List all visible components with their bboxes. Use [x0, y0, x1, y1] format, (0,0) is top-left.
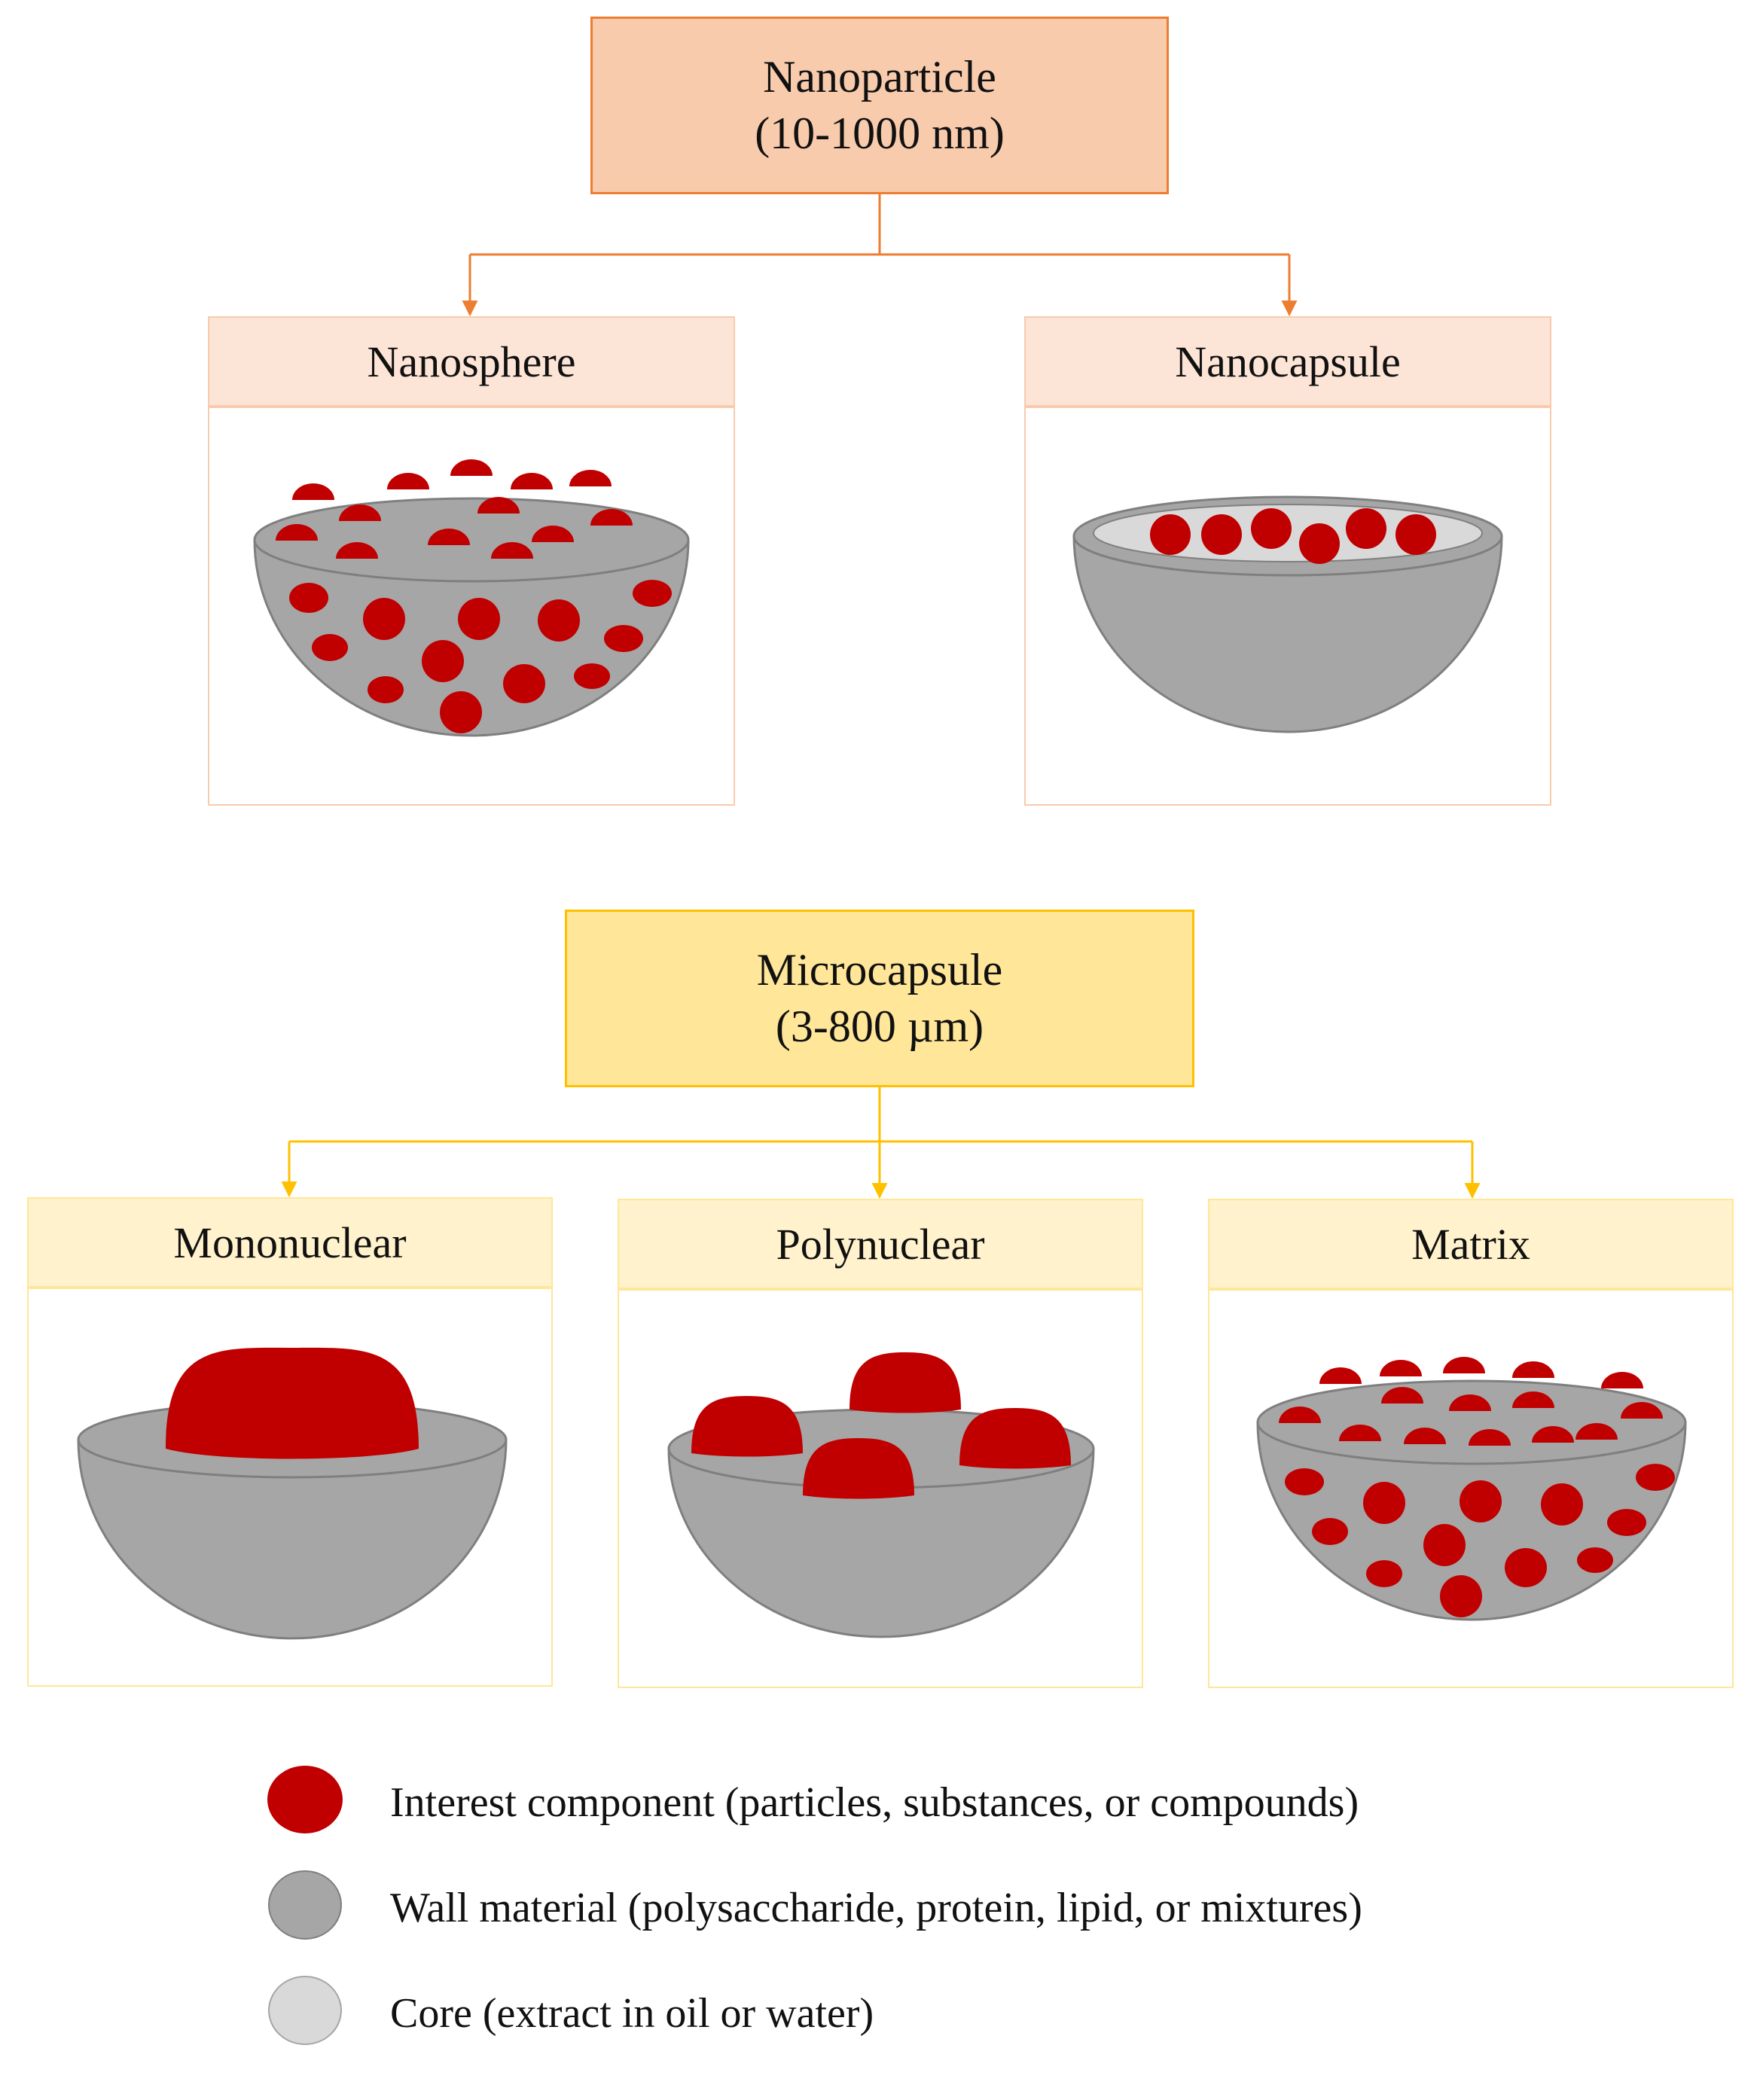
- mononuclear-illustration: [77, 1347, 508, 1640]
- micro-connector: [281, 1087, 1481, 1199]
- polynuclear-header: Polynuclear: [618, 1199, 1143, 1289]
- nanocapsule-panel: [1024, 407, 1551, 806]
- polynuclear-panel: [618, 1289, 1143, 1688]
- polynuclear-label: Polynuclear: [776, 1219, 985, 1269]
- core-swatch: [268, 1976, 342, 2045]
- legend-label-interest-component: Interest component (particles, substance…: [390, 1779, 1359, 1826]
- matrix-header: Matrix: [1208, 1199, 1734, 1289]
- mononuclear-label: Mononuclear: [173, 1218, 407, 1267]
- legend-label-wall-material: Wall material (polysaccharide, protein, …: [390, 1885, 1362, 1931]
- wall-material-swatch: [268, 1870, 342, 1940]
- nanoparticle-size-range: (10-1000 nm): [755, 108, 1005, 158]
- nanocapsule-particles: [1150, 508, 1436, 564]
- nanosphere-illustration: [253, 459, 690, 737]
- microcapsule-title: Microcapsule: [756, 945, 1003, 995]
- nanocapsule-label: Nanocapsule: [1175, 337, 1401, 386]
- matrix-illustration: [1256, 1357, 1687, 1621]
- polynuclear-cores: [691, 1352, 1071, 1499]
- legend: Interest component (particles, substance…: [256, 1762, 1536, 2078]
- polynuclear-illustration: [667, 1352, 1095, 1638]
- legend-item-wall-material: Wall material (polysaccharide, protein, …: [256, 1867, 1536, 1950]
- microcapsule-box: Microcapsule (3-800 µm): [565, 910, 1194, 1087]
- nanosphere-label: Nanosphere: [367, 337, 576, 386]
- matrix-panel: [1208, 1289, 1734, 1688]
- matrix-label: Matrix: [1411, 1219, 1530, 1269]
- nano-connector: [462, 194, 1298, 317]
- legend-item-core: Core (extract in oil or water): [256, 1973, 1536, 2056]
- legend-label-core: Core (extract in oil or water): [390, 1990, 874, 2037]
- nanoparticle-title: Nanoparticle: [763, 52, 996, 102]
- nanosphere-panel: [208, 407, 735, 806]
- legend-item-interest-component: Interest component (particles, substance…: [256, 1762, 1536, 1845]
- nanocapsule-header: Nanocapsule: [1024, 316, 1551, 407]
- nanocapsule-illustration: [1072, 495, 1503, 733]
- interest-component-swatch: [267, 1766, 343, 1833]
- nanosphere-header: Nanosphere: [208, 316, 735, 407]
- microcapsule-size-range: (3-800 µm): [775, 1001, 984, 1051]
- mononuclear-header: Mononuclear: [27, 1197, 553, 1288]
- nanoparticle-box: Nanoparticle (10-1000 nm): [590, 17, 1169, 194]
- nanosphere-particles: [276, 459, 672, 733]
- mononuclear-panel: [27, 1288, 553, 1687]
- mononuclear-core: [166, 1347, 419, 1459]
- matrix-particles: [1279, 1357, 1675, 1617]
